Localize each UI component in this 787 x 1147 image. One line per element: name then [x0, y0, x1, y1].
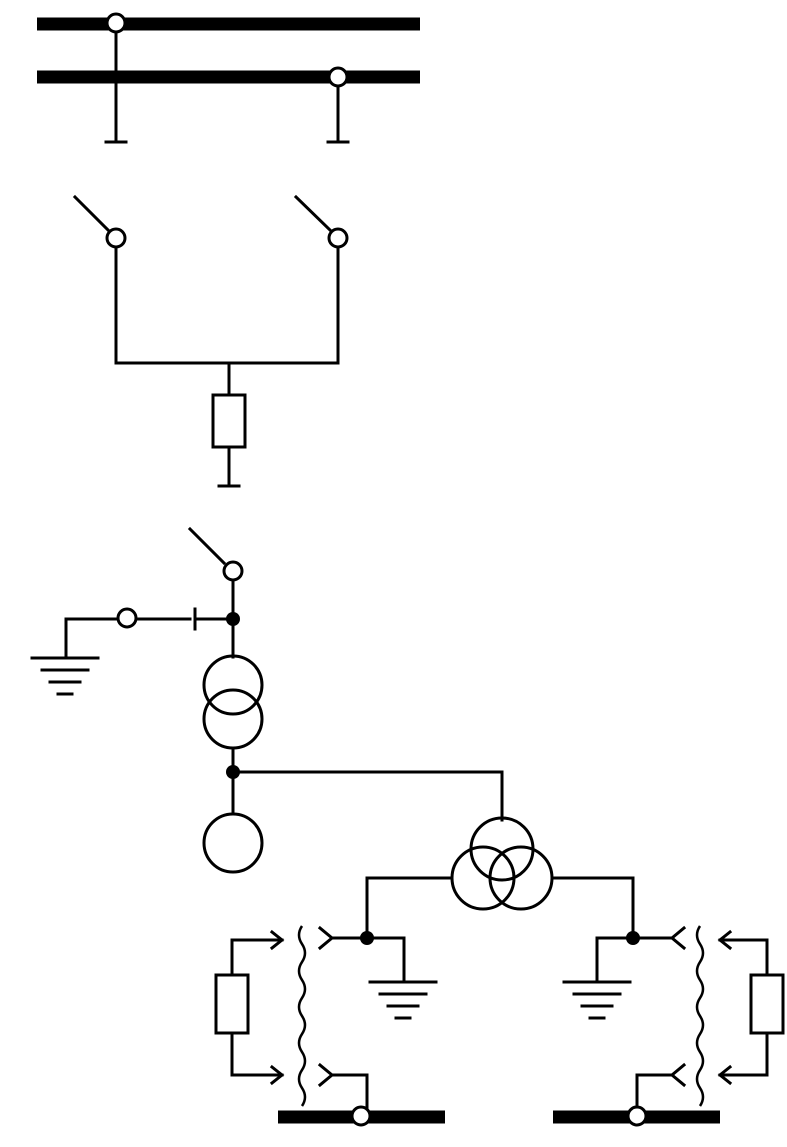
disconnector-contact-left	[105, 227, 127, 249]
right-circuit-upper-lead	[718, 938, 769, 977]
generator	[202, 812, 264, 874]
withdrawable-coupling-line	[695, 925, 705, 1107]
right-lower-plug-lead	[635, 1073, 674, 1110]
plug-socket-icon	[669, 925, 687, 951]
right-winding-lead	[550, 876, 635, 940]
left-lower-plug-lead	[330, 1073, 369, 1110]
transformer-bay	[30, 526, 504, 874]
auxiliary-bus-connection-right	[626, 1105, 648, 1127]
winding-right	[488, 845, 554, 911]
arrow-icon	[269, 929, 285, 951]
feeder-tee	[114, 245, 340, 365]
arrow-icon	[717, 1064, 733, 1086]
junction-dot	[226, 612, 240, 626]
right-earth-lead	[595, 936, 635, 982]
arrow-icon	[269, 1064, 285, 1086]
plug-socket-icon	[669, 1062, 687, 1088]
earth-icon	[562, 980, 632, 1020]
three-winding-transformer	[365, 816, 635, 940]
disconnector-blade-left	[72, 194, 111, 233]
earthing-switch-contact	[116, 607, 138, 629]
earth-icon	[30, 656, 100, 696]
bus-disconnector-2-contact	[327, 66, 349, 88]
line-disconnector-blade	[187, 526, 227, 566]
earth-icon	[368, 980, 438, 1020]
winding-left	[450, 845, 516, 911]
left-winding-lead	[365, 876, 454, 940]
left-withdrawable-breaker	[214, 973, 250, 1035]
left-auxiliary-branch	[214, 925, 445, 1127]
bus-disconnector-1-contact	[105, 12, 127, 34]
withdrawable-coupling-line	[297, 925, 307, 1107]
disconnector-blade-right	[293, 194, 333, 233]
winding-top	[469, 816, 535, 882]
left-earth-lead	[365, 936, 406, 982]
earthing-switch-lead	[64, 617, 119, 660]
busbar-system	[37, 12, 420, 144]
right-circuit-lower-lead	[718, 1031, 769, 1077]
auxiliary-tap-line	[231, 770, 504, 822]
disconnector-contact-right	[327, 227, 349, 249]
left-circuit-lower-lead	[230, 1031, 284, 1077]
line-disconnector-contact	[222, 560, 244, 582]
left-circuit-upper-lead	[230, 938, 284, 977]
arrow-icon	[717, 929, 733, 951]
right-auxiliary-branch	[553, 925, 785, 1127]
transformer-secondary-winding	[202, 688, 264, 750]
auxiliary-bus-connection-left	[350, 1105, 372, 1127]
feeder-switchgear	[72, 194, 349, 488]
right-withdrawable-breaker	[749, 973, 785, 1035]
circuit-breaker	[211, 393, 247, 449]
plug-socket-icon	[317, 1062, 335, 1088]
plug-socket-icon	[317, 925, 335, 951]
transformer-primary-winding	[202, 654, 264, 716]
